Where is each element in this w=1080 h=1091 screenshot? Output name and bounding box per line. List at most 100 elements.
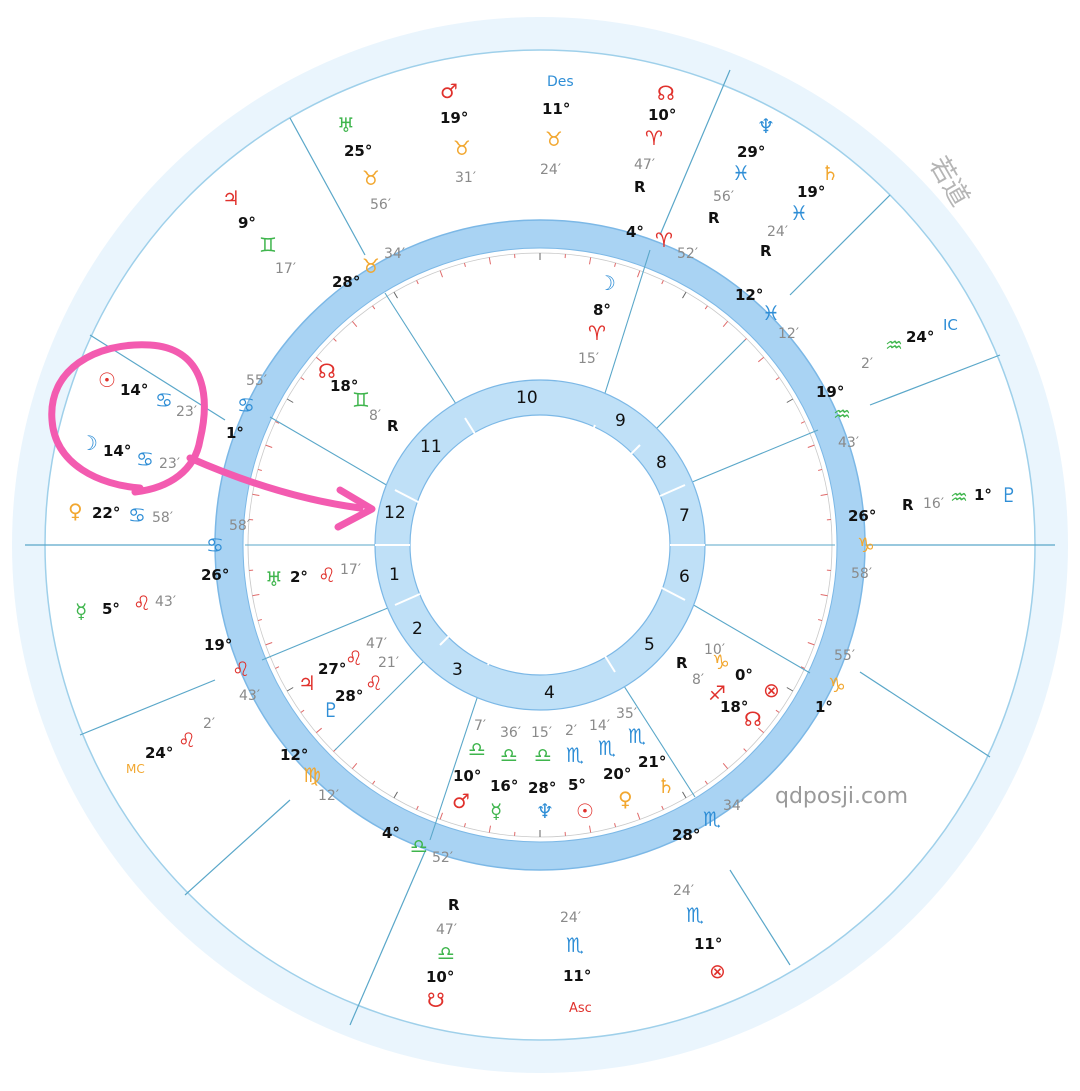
svg-text:4°: 4° (626, 223, 644, 241)
svg-text:IC: IC (943, 316, 958, 334)
svg-text:58′: 58′ (229, 518, 250, 534)
svg-text:♋: ♋ (155, 388, 173, 412)
node-icon: ☊ (744, 707, 762, 731)
house-number-1: 1 (389, 565, 400, 585)
svg-text:☉: ☉ (576, 799, 594, 823)
svg-text:♂: ♂ (452, 789, 470, 813)
svg-text:1°: 1° (974, 486, 992, 504)
svg-text:♋: ♋ (237, 393, 255, 417)
svg-text:52′: 52′ (677, 246, 698, 262)
svg-text:♀: ♀ (618, 787, 633, 811)
svg-text:♑: ♑ (712, 650, 730, 674)
svg-text:11°: 11° (563, 967, 591, 985)
svg-text:R: R (387, 417, 399, 435)
svg-text:♋: ♋ (206, 533, 224, 557)
svg-text:55′: 55′ (834, 648, 855, 664)
svg-text:17′: 17′ (275, 261, 296, 277)
svg-text:♇: ♇ (1000, 483, 1018, 507)
svg-text:♃: ♃ (222, 186, 240, 210)
svg-text:☽: ☽ (80, 431, 98, 455)
svg-text:16°: 16° (490, 777, 518, 795)
svg-text:2°: 2° (290, 568, 308, 586)
svg-text:16′: 16′ (923, 496, 944, 512)
svg-text:25°: 25° (344, 142, 372, 160)
svg-text:☊: ☊ (657, 81, 675, 105)
svg-text:2′: 2′ (203, 716, 215, 732)
svg-text:♌: ♌ (365, 671, 383, 695)
svg-text:58′: 58′ (152, 510, 173, 526)
svg-text:♒: ♒ (833, 402, 851, 426)
svg-text:♓: ♓ (762, 301, 780, 325)
svg-text:19°: 19° (440, 109, 468, 127)
svg-text:34′: 34′ (384, 246, 405, 262)
svg-text:♄: ♄ (821, 161, 839, 185)
svg-text:28°: 28° (528, 779, 556, 797)
svg-text:23′: 23′ (159, 456, 180, 472)
house-number-3: 3 (452, 660, 463, 680)
svg-text:♉: ♉ (362, 166, 380, 190)
svg-text:47′: 47′ (436, 922, 457, 938)
svg-text:⊗: ⊗ (709, 959, 726, 983)
svg-text:28°: 28° (335, 687, 363, 705)
svg-text:14°: 14° (120, 381, 148, 399)
svg-text:52′: 52′ (432, 850, 453, 866)
svg-text:19°: 19° (816, 383, 844, 401)
svg-text:58′: 58′ (851, 566, 872, 582)
svg-text:17′: 17′ (340, 562, 361, 578)
svg-text:♅: ♅ (337, 113, 355, 137)
svg-text:☽: ☽ (598, 271, 616, 295)
house-number-12: 12 (384, 503, 406, 523)
svg-text:14′: 14′ (589, 718, 610, 734)
svg-text:♏: ♏ (566, 933, 584, 957)
svg-text:R: R (760, 242, 772, 260)
svg-text:55′: 55′ (246, 373, 267, 389)
svg-text:♑: ♑ (828, 673, 846, 697)
svg-text:2′: 2′ (565, 723, 577, 739)
svg-text:8°: 8° (593, 301, 611, 319)
svg-text:8′: 8′ (692, 672, 704, 688)
svg-text:0°: 0° (735, 666, 753, 684)
svg-text:♉: ♉ (362, 254, 380, 278)
svg-text:24′: 24′ (560, 910, 581, 926)
svg-text:1°: 1° (815, 698, 833, 716)
svg-text:♓: ♓ (732, 161, 750, 185)
svg-text:♓: ♓ (790, 201, 808, 225)
svg-text:♆: ♆ (536, 799, 554, 823)
svg-text:R: R (634, 178, 646, 196)
svg-text:☿: ☿ (75, 599, 87, 623)
svg-text:☉: ☉ (98, 368, 116, 392)
svg-text:22°: 22° (92, 504, 120, 522)
svg-text:26°: 26° (848, 507, 876, 525)
svg-text:1°: 1° (226, 424, 244, 442)
svg-text:2′: 2′ (861, 356, 873, 372)
svg-text:10°: 10° (426, 968, 454, 986)
svg-text:R: R (448, 896, 460, 914)
svg-text:MC: MC (126, 762, 145, 776)
svg-text:19°: 19° (204, 636, 232, 654)
svg-text:♏: ♏ (566, 743, 584, 767)
svg-text:R: R (902, 496, 914, 514)
svg-text:♍: ♍ (303, 763, 321, 787)
svg-text:☋: ☋ (427, 988, 445, 1012)
svg-text:5°: 5° (568, 776, 586, 794)
svg-text:♏: ♏ (628, 724, 646, 748)
house-number-10: 10 (516, 388, 538, 408)
svg-text:34′: 34′ (723, 798, 744, 814)
svg-text:12′: 12′ (318, 788, 339, 804)
svg-text:♏: ♏ (598, 736, 616, 760)
house-number-7: 7 (679, 506, 690, 526)
svg-text:43′: 43′ (239, 688, 260, 704)
svg-text:9°: 9° (238, 214, 256, 232)
svg-text:♉: ♉ (453, 136, 471, 160)
svg-text:24°: 24° (906, 328, 934, 346)
svg-text:♄: ♄ (657, 774, 675, 798)
svg-text:♎: ♎ (410, 834, 428, 858)
svg-text:11°: 11° (542, 100, 570, 118)
svg-text:26°: 26° (201, 566, 229, 584)
svg-text:♊: ♊ (259, 233, 277, 257)
svg-text:♆: ♆ (757, 114, 775, 138)
svg-text:♂: ♂ (440, 79, 458, 103)
svg-text:R: R (676, 654, 688, 672)
svg-text:R: R (708, 209, 720, 227)
